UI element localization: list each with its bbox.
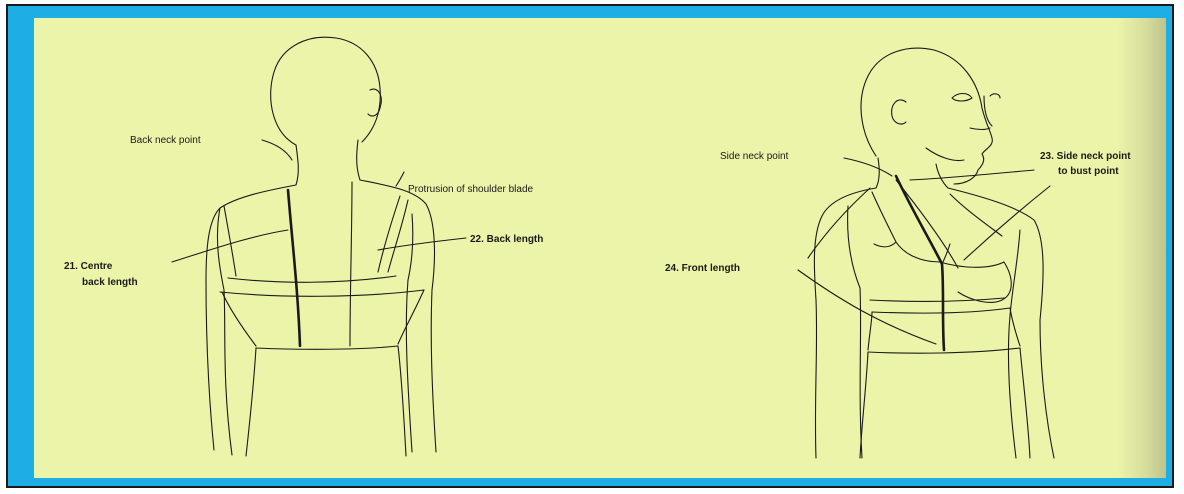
front-right-strap: [950, 194, 1002, 236]
front-left-arm-inner: [848, 206, 862, 458]
back-length-leader: [378, 238, 466, 250]
back-band-bottom: [220, 290, 424, 296]
front-band-top: [870, 298, 1004, 301]
front-length-leader-up: [808, 188, 870, 258]
front-left-strap: [872, 192, 896, 242]
front-mouth: [970, 128, 990, 130]
back-neck-point-label: Back neck point: [130, 135, 201, 146]
front-right-shoulder: [948, 188, 1054, 458]
back-left-strap: [224, 206, 236, 276]
back-ear: [368, 89, 381, 116]
side-neck-leader: [844, 158, 892, 176]
back-neck-leader: [262, 140, 292, 160]
front-head: [861, 48, 992, 184]
back-right-strap: [378, 196, 400, 272]
shoulder-blade-label: Protrusion of shoulder blade: [408, 184, 534, 195]
back-right-shoulder: [360, 180, 436, 452]
front-figure: [798, 48, 1054, 458]
back-waist: [256, 346, 398, 349]
front-eye-right: [990, 94, 1000, 98]
back-right-arm-inner: [406, 214, 412, 452]
back-length-line: [350, 182, 352, 346]
side-neck-bust-leader-2: [964, 186, 1050, 260]
back-figure: [172, 37, 466, 456]
back-length-label: 22. Back length: [470, 234, 543, 245]
front-left-cup: [874, 242, 940, 262]
centre-back-leader: [172, 230, 288, 262]
front-left-shoulder: [814, 188, 876, 458]
side-neck-to-bust-label-line2: to bust point: [1058, 166, 1119, 177]
front-neck-right: [936, 164, 948, 188]
front-right-arm-inner: [1008, 230, 1020, 458]
back-skirt-left: [246, 348, 256, 456]
front-length-label: 24. Front length: [665, 263, 740, 274]
back-neck-left: [296, 145, 298, 185]
back-torso-left: [222, 292, 256, 346]
front-ear: [892, 100, 906, 124]
centre-back-length-label-line1: 21. Centre: [64, 261, 113, 272]
front-skirt-left: [860, 352, 868, 458]
front-skirt-right: [1020, 348, 1030, 458]
centre-back-length-line: [288, 190, 300, 346]
front-nose: [984, 96, 992, 126]
front-chin: [926, 148, 964, 161]
back-neck-right: [357, 140, 360, 180]
front-neck-left: [876, 158, 879, 188]
front-eye-left: [952, 94, 972, 102]
front-length-line: [896, 176, 944, 350]
back-torso-right: [398, 290, 424, 344]
back-right-strap-inner: [388, 200, 408, 272]
front-torso-left: [868, 312, 872, 350]
side-neck-point-label: Side neck point: [720, 151, 789, 162]
side-neck-to-bust-label-line1: 23. Side neck point: [1040, 151, 1131, 162]
front-right-cup: [940, 262, 1011, 302]
back-skirt-right: [398, 346, 406, 456]
back-band-top: [228, 276, 396, 282]
centre-back-length-label-line2: back length: [82, 277, 138, 288]
back-head: [271, 37, 381, 145]
front-band-bottom: [872, 308, 1010, 313]
front-torso-right: [1010, 308, 1020, 346]
front-length-leader-down: [798, 270, 936, 344]
shoulder-blade-leader: [396, 172, 404, 186]
